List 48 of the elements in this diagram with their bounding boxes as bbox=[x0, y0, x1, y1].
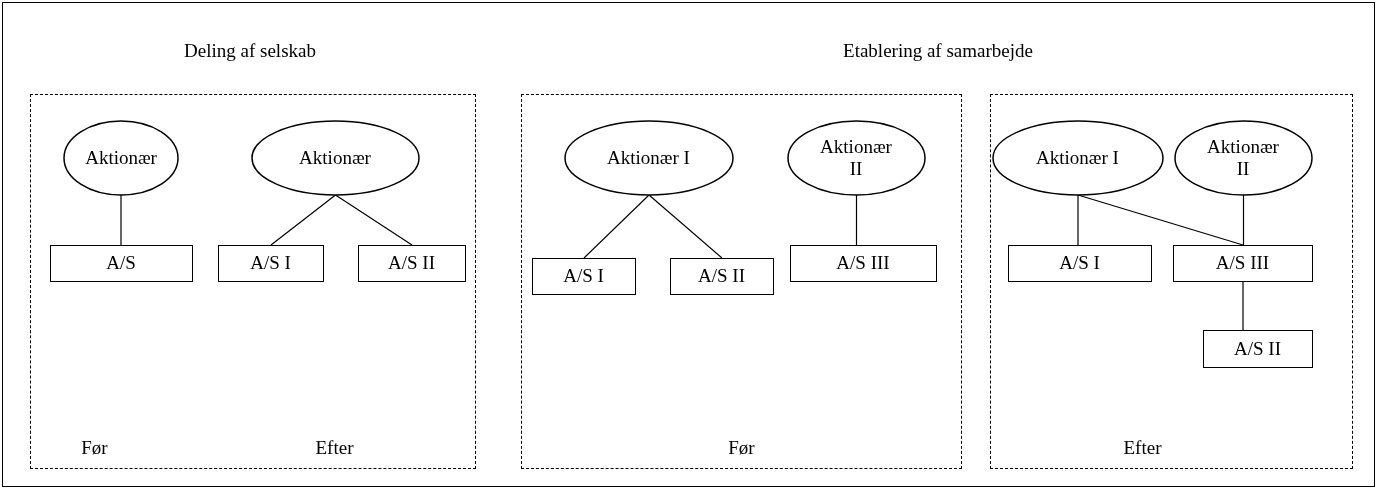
panel-label: Efter bbox=[1123, 437, 1162, 459]
shareholder-ellipse bbox=[1174, 120, 1312, 195]
connector-line bbox=[583, 194, 650, 259]
connector-line bbox=[270, 194, 337, 246]
dashed-panel bbox=[521, 94, 962, 469]
company-box bbox=[49, 244, 193, 282]
node-label: Aktionær II bbox=[819, 135, 893, 180]
node-label: A/S II bbox=[698, 265, 745, 287]
company-box bbox=[1202, 329, 1313, 368]
section-heading: Etablering af samarbejde bbox=[843, 40, 1033, 62]
connector-line bbox=[648, 194, 723, 259]
shareholder-ellipse bbox=[787, 120, 925, 195]
panel-label: Efter bbox=[315, 437, 354, 459]
node-label: A/S I bbox=[250, 252, 291, 274]
panel-label: Før bbox=[81, 437, 108, 459]
node-label: Aktionær I bbox=[607, 146, 690, 169]
connector-line bbox=[120, 194, 122, 246]
company-box bbox=[1007, 244, 1152, 282]
shareholder-ellipse bbox=[564, 120, 733, 195]
node-label: A/S I bbox=[563, 265, 604, 287]
node-label: A/S I bbox=[1059, 252, 1100, 274]
connector-line bbox=[1242, 194, 1245, 246]
company-box bbox=[669, 257, 774, 295]
node-label: Aktionær bbox=[85, 146, 156, 169]
node-label: A/S II bbox=[1234, 337, 1281, 360]
node-label: Aktionær bbox=[299, 146, 371, 169]
connector-line bbox=[855, 194, 858, 246]
company-box bbox=[357, 244, 466, 282]
connector-line bbox=[1242, 281, 1244, 331]
shareholder-ellipse bbox=[992, 120, 1163, 195]
node-label: A/S bbox=[106, 252, 136, 274]
shareholder-ellipse bbox=[251, 120, 419, 195]
node-label: Aktionær II bbox=[1206, 135, 1280, 180]
connector-line bbox=[334, 194, 413, 246]
company-box bbox=[1172, 244, 1313, 282]
node-label: A/S III bbox=[836, 252, 890, 274]
dashed-panel bbox=[30, 94, 476, 469]
shareholder-ellipse bbox=[63, 120, 178, 195]
panel-label: Før bbox=[728, 437, 755, 459]
node-label: A/S II bbox=[388, 252, 435, 274]
node-label: A/S III bbox=[1215, 252, 1270, 274]
section-heading: Deling af selskab bbox=[184, 40, 316, 62]
company-box bbox=[217, 244, 324, 282]
company-box bbox=[789, 244, 937, 282]
connector-line bbox=[1077, 194, 1079, 246]
dashed-panel bbox=[990, 94, 1353, 469]
node-label: Aktionær I bbox=[1036, 146, 1119, 169]
company-box bbox=[531, 257, 636, 295]
